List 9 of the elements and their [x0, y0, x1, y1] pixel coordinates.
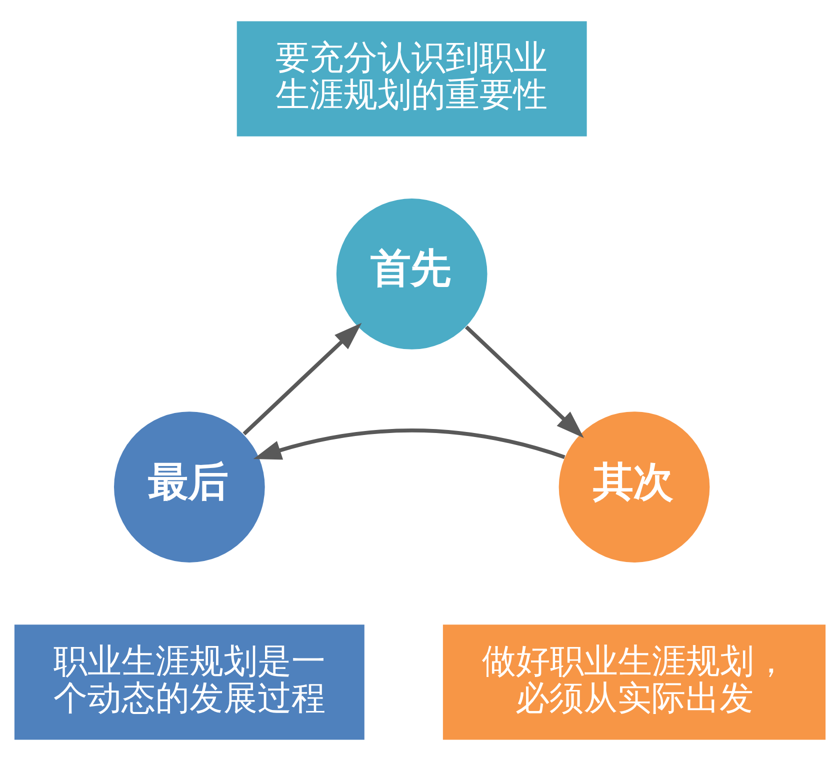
node-box: 要充分认识到职业生涯规划的重要性	[236, 21, 587, 136]
node-circle: 最后	[114, 412, 265, 562]
arrow	[464, 325, 584, 438]
node-circle: 其次	[558, 412, 710, 562]
node-circle: 首先	[336, 198, 488, 350]
node-box: 做好职业生涯规划，必须从实际出发	[442, 624, 826, 740]
node-box: 职业生涯规划是一个动态的发展过程	[14, 624, 364, 740]
arrow	[242, 322, 362, 436]
arrow	[253, 428, 566, 460]
